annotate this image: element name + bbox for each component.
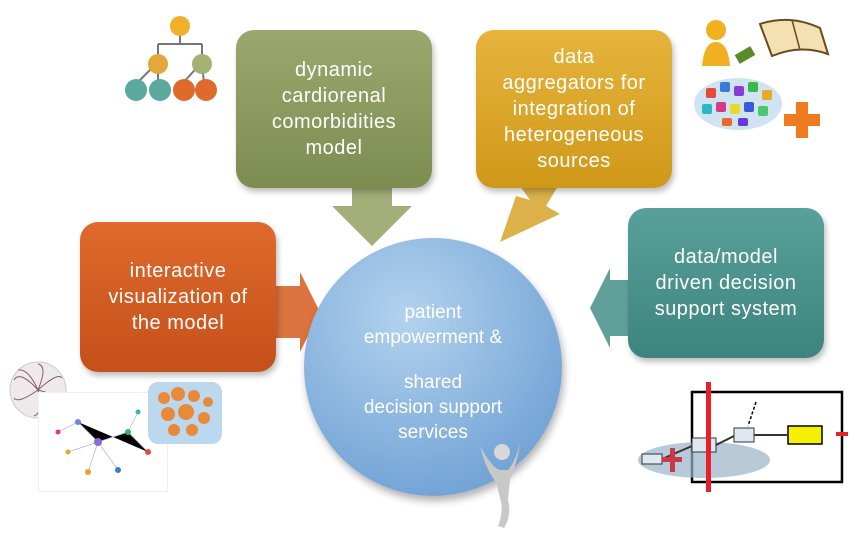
box-cardiorenal-model-label: dynamic cardiorenal comorbidities model <box>271 59 397 159</box>
box-decision-support-system: data/model driven decision support syste… <box>628 208 824 358</box>
workflow-diagram-icon <box>638 382 848 492</box>
person-figure-icon <box>480 444 520 528</box>
box-decision-support-system-label: data/model driven decision support syste… <box>654 246 798 320</box>
box-interactive-visualization: interactive visualization of the model <box>80 222 276 372</box>
box-data-aggregators-label: data aggregators for integration of hete… <box>502 46 646 172</box>
app-cloud-icon <box>694 78 782 130</box>
cluster-icon <box>148 382 222 444</box>
user-book-icon <box>702 18 830 66</box>
box-data-aggregators: data aggregators for integration of hete… <box>476 30 672 188</box>
arrow-model <box>332 186 412 246</box>
center-circle: patient empowerment & shared decision su… <box>304 238 562 496</box>
plus-icon <box>784 102 820 138</box>
center-label-shared-decision: shared decision support services <box>363 372 503 443</box>
box-interactive-visualization-label: interactive visualization of the model <box>108 260 248 334</box>
box-cardiorenal-model: dynamic cardiorenal comorbidities model <box>236 30 432 188</box>
arrow-dss <box>590 268 628 348</box>
network-graph-icon <box>38 392 168 492</box>
arrow-data <box>500 186 560 242</box>
center-label-empowerment: patient empowerment & <box>363 302 503 348</box>
hierarchy-tree-icon <box>125 16 217 101</box>
